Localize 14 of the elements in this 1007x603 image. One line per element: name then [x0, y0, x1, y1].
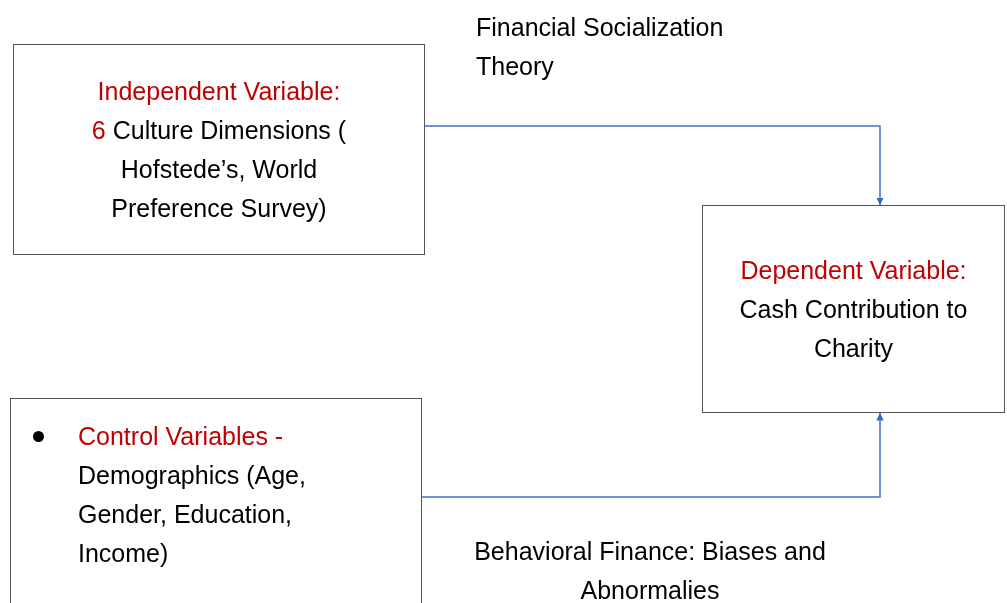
- variable-description: Demographics (Age, Gender, Education, Income): [78, 460, 307, 569]
- theory-label: Behavioral Finance: Biases and Abnormalies: [473, 536, 827, 603]
- variable-heading: Dependent Variable:: [740, 254, 967, 286]
- connector-arrow: [421, 412, 884, 498]
- theory-label: Financial Socialization Theory: [476, 12, 725, 82]
- variable-box: [702, 205, 1005, 413]
- variable-box: [13, 44, 425, 255]
- connector-arrow: [424, 125, 884, 206]
- variable-description: Cash Contribution to Charity: [738, 293, 969, 364]
- variable-heading: Independent Variable:: [97, 75, 341, 107]
- dimension-count: 6: [91, 115, 106, 144]
- variable-description: Culture Dimensions ( Hofstede’s, World Preference Survey): [111, 115, 347, 222]
- variable-box: [10, 398, 422, 603]
- variable-heading: Control Variables -: [78, 421, 285, 452]
